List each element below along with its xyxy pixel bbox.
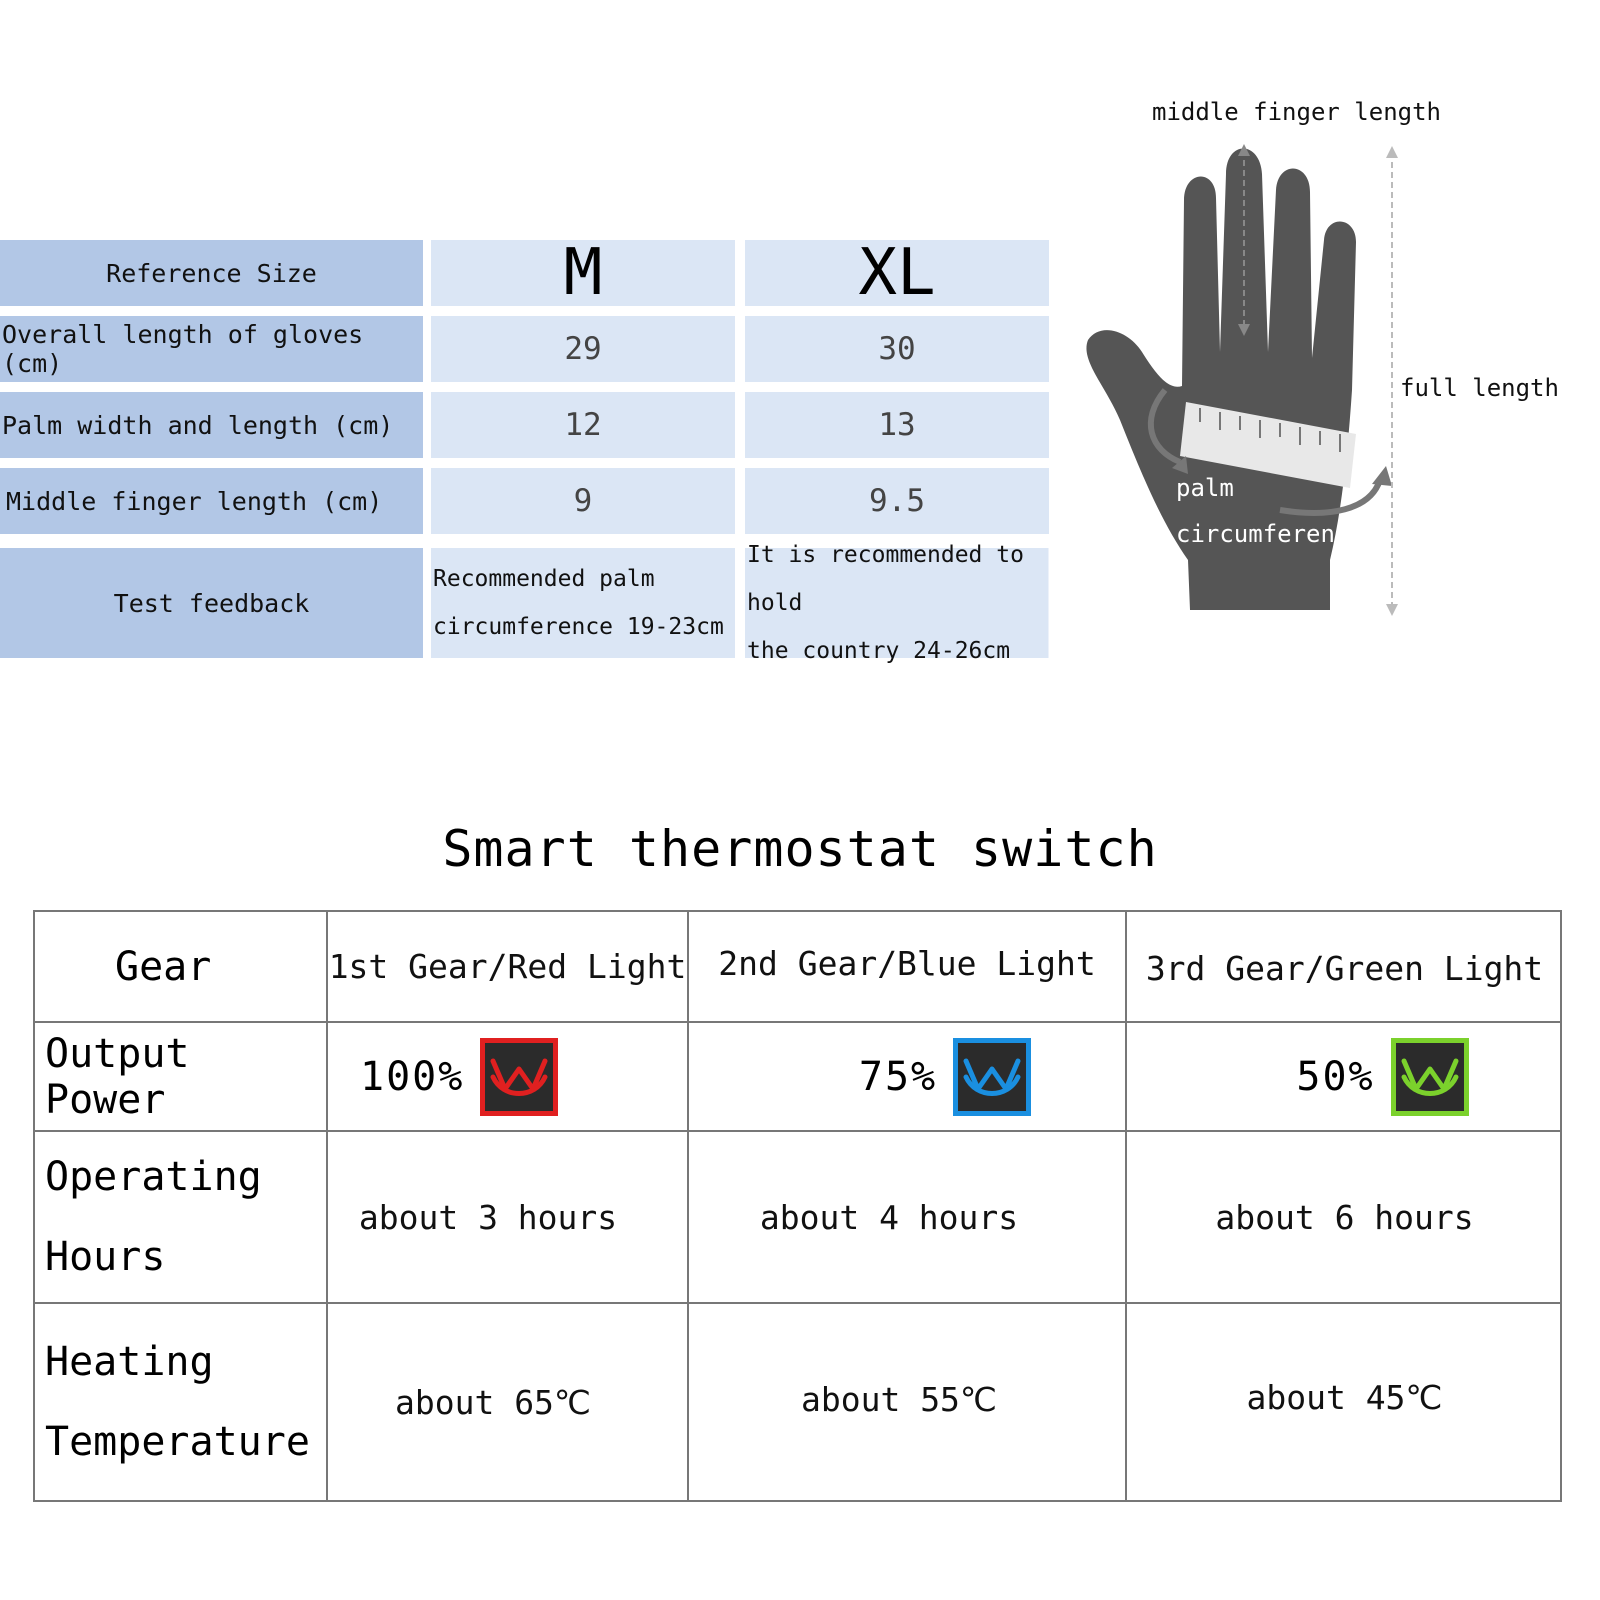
circumference-label: circumference	[1176, 520, 1364, 548]
gear-2-heating-temperature: about 55℃	[800, 1379, 997, 1419]
gear-3-operating-hours: about 6 hours	[1215, 1197, 1474, 1237]
gear-1-output-power: 100%	[328, 1023, 687, 1130]
hand-measurement-diagram: middle finger length full length palm ci…	[1080, 90, 1600, 650]
thermostat-title: Smart thermostat switch	[442, 820, 1158, 878]
grid-line	[35, 1021, 1560, 1023]
grid-line	[326, 912, 328, 1500]
size-xl-value: 9.5	[745, 468, 1049, 534]
full-length-label: full length	[1400, 374, 1559, 402]
hand-silhouette	[1086, 148, 1356, 610]
size-row-label: Overall length of gloves (cm)	[0, 316, 423, 382]
gear-2-operating-hours: about 4 hours	[759, 1197, 1019, 1237]
size-xl-feedback: It is recommended to hold the country 24…	[745, 542, 1075, 664]
palm-label: palm	[1176, 474, 1234, 502]
thermostat-table: Gear 1st Gear/Red Light 2nd Gear/Blue Li…	[33, 910, 1562, 1502]
output-power-label: Output Power	[45, 1030, 190, 1123]
heating-w-icon	[1390, 1037, 1469, 1116]
gear-3-heating-temperature: about 45℃	[1246, 1377, 1443, 1417]
hand-illustration	[1086, 144, 1398, 616]
grid-line	[35, 1302, 1560, 1304]
size-row-label: Test feedback	[0, 548, 423, 658]
operating-hours-label: Operating Hours	[45, 1154, 262, 1280]
gear-1-operating-hours: about 3 hours	[358, 1197, 618, 1237]
gear-2-output-power: 75%	[689, 1023, 1125, 1130]
heating-temperature-label: Heating Temperature	[45, 1339, 310, 1465]
size-m-value: 9	[431, 468, 735, 534]
grid-line	[687, 912, 689, 1500]
size-xl-value: 30	[745, 316, 1049, 382]
gear-1-power-percent: 100%	[360, 1053, 465, 1100]
size-row-label: Palm width and length (cm)	[0, 392, 423, 458]
size-m-header: M	[431, 236, 735, 310]
heating-w-icon	[480, 1037, 559, 1116]
gear-header-label: Gear	[115, 943, 212, 990]
gear-3-header: 3rd Gear/Green Light	[1145, 948, 1544, 988]
gear-1-header: 1st Gear/Red Light	[328, 947, 687, 986]
size-xl-header: XL	[745, 236, 1049, 310]
gear-1-heating-temperature: about 65℃	[394, 1382, 591, 1422]
size-xl-value: 13	[745, 392, 1049, 458]
size-m-feedback: Recommended palm circumference 19-23cm	[431, 548, 735, 658]
grid-line	[35, 1130, 1560, 1132]
gear-2-header: 2nd Gear/Blue Light	[718, 943, 1096, 983]
gear-2-power-percent: 75%	[858, 1053, 938, 1100]
size-m-value: 29	[431, 316, 735, 382]
grid-line	[1125, 912, 1127, 1500]
size-m-value: 12	[431, 392, 735, 458]
size-row-label: Middle finger length (cm)	[0, 468, 423, 534]
size-row-label: Reference Size	[0, 240, 423, 306]
gear-3-output-power: 50%	[1127, 1023, 1562, 1130]
middle-finger-length-label: middle finger length	[1152, 98, 1441, 126]
heating-w-icon	[953, 1037, 1032, 1116]
gear-3-power-percent: 50%	[1296, 1053, 1375, 1100]
